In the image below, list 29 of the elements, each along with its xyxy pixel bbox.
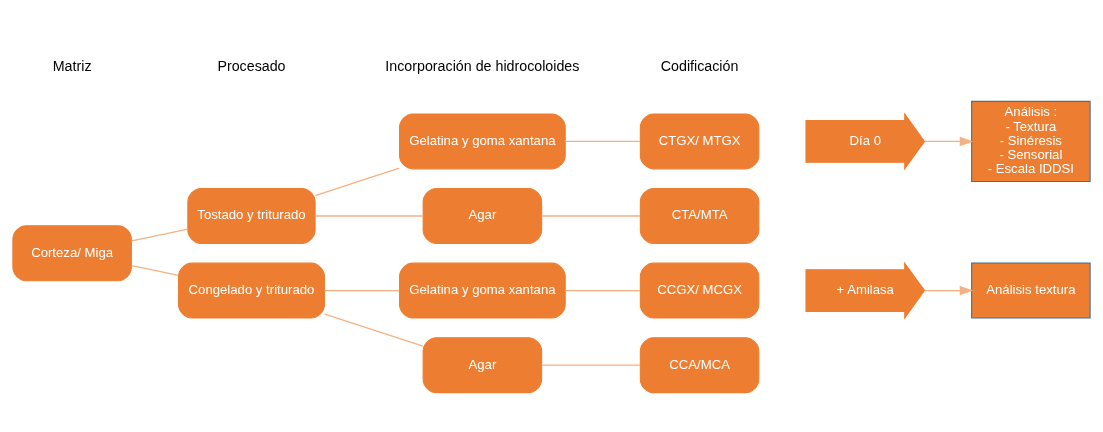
node-box: CCA/MCA (639, 337, 760, 394)
label: Incorporación de hidrocoloides (385, 57, 580, 74)
connector (131, 228, 189, 242)
node-box: CTA/MTA (639, 188, 760, 244)
node-box: Congelado y triturado (178, 262, 325, 319)
node-box: Gelatina y goma xantana (399, 262, 566, 319)
node-box: Agar (422, 337, 543, 394)
connector (564, 140, 641, 143)
node-box: Gelatina y goma xantana (399, 113, 566, 170)
node-box: CCGX/ MCGX (639, 262, 760, 319)
label: Matriz (52, 57, 92, 74)
node-box: Agar (422, 188, 543, 244)
node-box: Análisis : - Textura - Sinéresis - Sensorial - Escala IDDSI (971, 100, 1091, 182)
connector (323, 289, 400, 292)
label: Procesado (217, 57, 286, 74)
node-box: Tostado y triturado (187, 188, 316, 244)
node-box: Corteza/ Miga (12, 225, 132, 282)
connector (314, 215, 424, 217)
connector (314, 167, 400, 197)
arrow (924, 136, 974, 147)
connector (564, 289, 641, 292)
connector (323, 313, 424, 347)
label: Codificación (660, 57, 739, 74)
node-box: Análisis textura (971, 262, 1091, 319)
node-box: CTGX/ MTGX (639, 113, 760, 170)
arrow (924, 285, 974, 296)
connector (541, 364, 641, 366)
connector (541, 215, 641, 217)
connector (131, 264, 179, 277)
